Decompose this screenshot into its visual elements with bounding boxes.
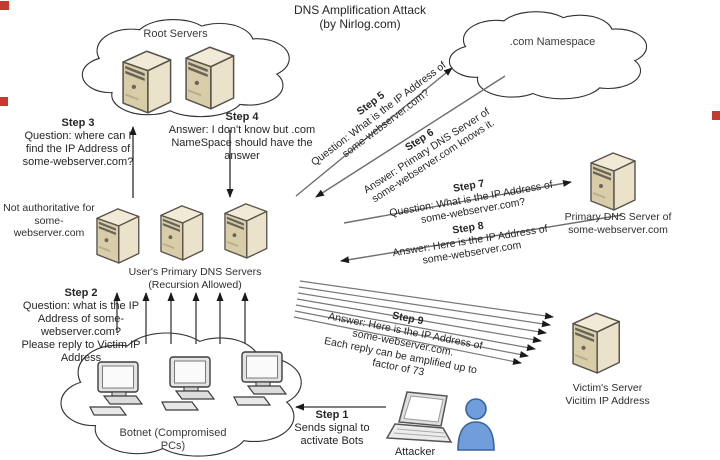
not-auth-line-2: some-webserver.com [13,214,85,240]
root-server-icon-2 [185,46,235,110]
users-dns-server-icon-2 [160,205,204,261]
step1-note: Step 1 Sends signal to activate Bots [287,409,377,448]
step6-arrow [315,75,506,198]
attacker-laptop-icon [386,391,452,443]
users-dns-server-icon-3 [224,203,268,259]
victim-line-1: Victim's Server [572,382,643,394]
reply-arrow-7 [293,316,522,365]
step7-arrow [343,179,572,224]
diagram-title: DNS Amplification Attack (by Nirlog.com) [260,3,460,31]
step1-line-2: activate Bots [300,435,364,447]
artifact-red-top-left [0,1,9,10]
root-servers-label: Root Servers [143,28,208,40]
step1-line-1: Sends signal to [294,422,370,434]
reply-arrow-5 [295,304,536,351]
artifact-red-left [0,97,8,106]
attacker-label: Attacker [394,446,436,458]
botnet-query-arrows [113,292,249,344]
title-line-2: (by Nirlog.com) [319,17,401,31]
reply-arrow-4 [296,298,542,344]
users-dns-server-icon-1 [96,208,140,264]
attacker-person-icon [457,398,495,451]
step4-title: Step 4 [225,111,259,123]
primary-dns-line-1: Primary DNS Server of [564,211,672,223]
reply-arrow-6 [294,310,529,358]
botnet-label: Botnet (Compromised PCs) [119,427,227,452]
victim-line-2: Vicitim IP Address [565,394,650,407]
primary-dns-server-icon [590,152,636,211]
step5-arrow [295,67,453,197]
step3-note: Step 3 Question: where can I find the IP… [8,117,148,169]
artifact-red-right [712,111,720,120]
reply-arrow-3 [297,292,547,336]
victim-label: Victim's Server Vicitim IP Address [545,382,670,407]
not-auth-line-1: Not authoritative for [3,202,95,214]
step2-title: Step 2 [64,287,98,299]
step1-title: Step 1 [315,409,349,421]
victim-server-icon [572,312,620,374]
primary-dns-label: Primary DNS Server of some-webserver.com [548,211,688,236]
flow-arrows [129,67,623,411]
reply-arrow-2 [298,286,551,328]
reply-arrow-1 [299,280,554,320]
step2-note: Step 2 Question: what is the IP Address … [5,287,157,365]
com-namespace-cloud [448,11,648,100]
not-authoritative-note: Not authoritative for some-webserver.com [0,202,98,240]
users-dns-line-2: (Recursion Allowed) [148,278,242,291]
primary-dns-line-2: some-webserver.com [568,223,668,236]
users-dns-line-1: User's Primary DNS Servers [128,266,262,278]
users-dns-label: User's Primary DNS Servers (Recursion Al… [115,266,275,291]
amplified-reply-arrows [293,280,554,365]
title-line-1: DNS Amplification Attack [293,3,427,17]
step8-arrow [340,214,623,264]
step3-title: Step 3 [61,117,95,129]
step4-note: Step 4 Answer: I don't know but .com Nam… [158,111,326,163]
com-namespace-label: .com Namespace [509,36,596,48]
root-server-icon-1 [122,50,172,114]
